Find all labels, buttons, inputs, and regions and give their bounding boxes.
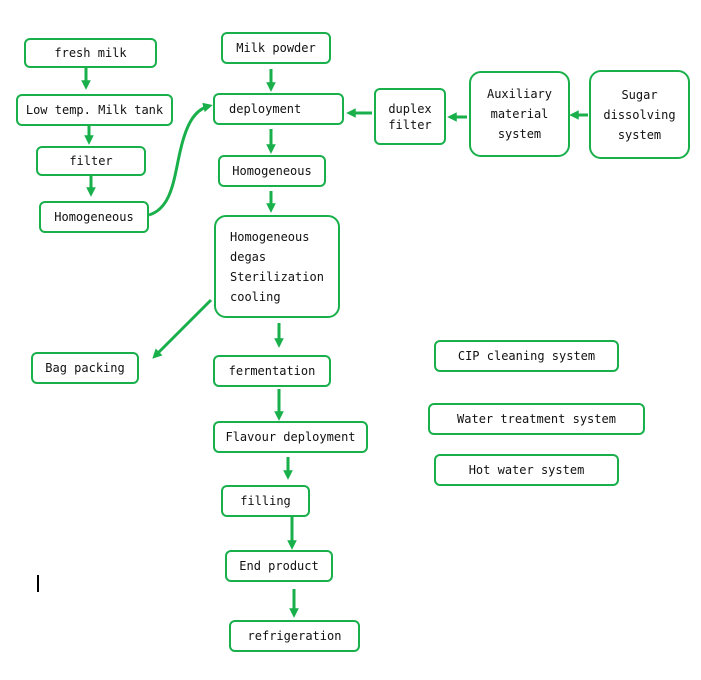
node-duplex-filter: duplex filter [374, 88, 446, 145]
node-low-temp-milk-tank: Low temp. Milk tank [16, 94, 173, 126]
node-homogeneous-left: Homogeneous [39, 201, 149, 233]
node-end-product: End product [225, 550, 333, 582]
node-filling: filling [221, 485, 310, 517]
node-cip-cleaning-system: CIP cleaning system [434, 340, 619, 372]
node-flavour-deployment: Flavour deployment [213, 421, 368, 453]
text-cursor [37, 575, 39, 592]
node-water-treatment-system: Water treatment system [428, 403, 645, 435]
node-hot-water-system: Hot water system [434, 454, 619, 486]
node-deployment: deployment [213, 93, 344, 125]
node-homogeneous-center: Homogeneous [218, 155, 326, 187]
arrow-homogeneous-to-deployment [148, 102, 213, 217]
node-filter: filter [36, 146, 146, 176]
arrow-degas-to-bag-packing [152, 298, 213, 359]
node-milk-powder: Milk powder [221, 32, 331, 64]
node-fermentation: fermentation [213, 355, 331, 387]
node-refrigeration: refrigeration [229, 620, 360, 652]
node-fresh-milk: fresh milk [24, 38, 157, 68]
node-bag-packing: Bag packing [31, 352, 139, 384]
node-homogeneous-degas-sterilization-cooling: Homogeneous degas Sterilization cooling [214, 215, 340, 318]
node-sugar-dissolving-system: Sugar dissolving system [589, 70, 690, 159]
node-auxiliary-material-system: Auxiliary material system [469, 71, 570, 157]
